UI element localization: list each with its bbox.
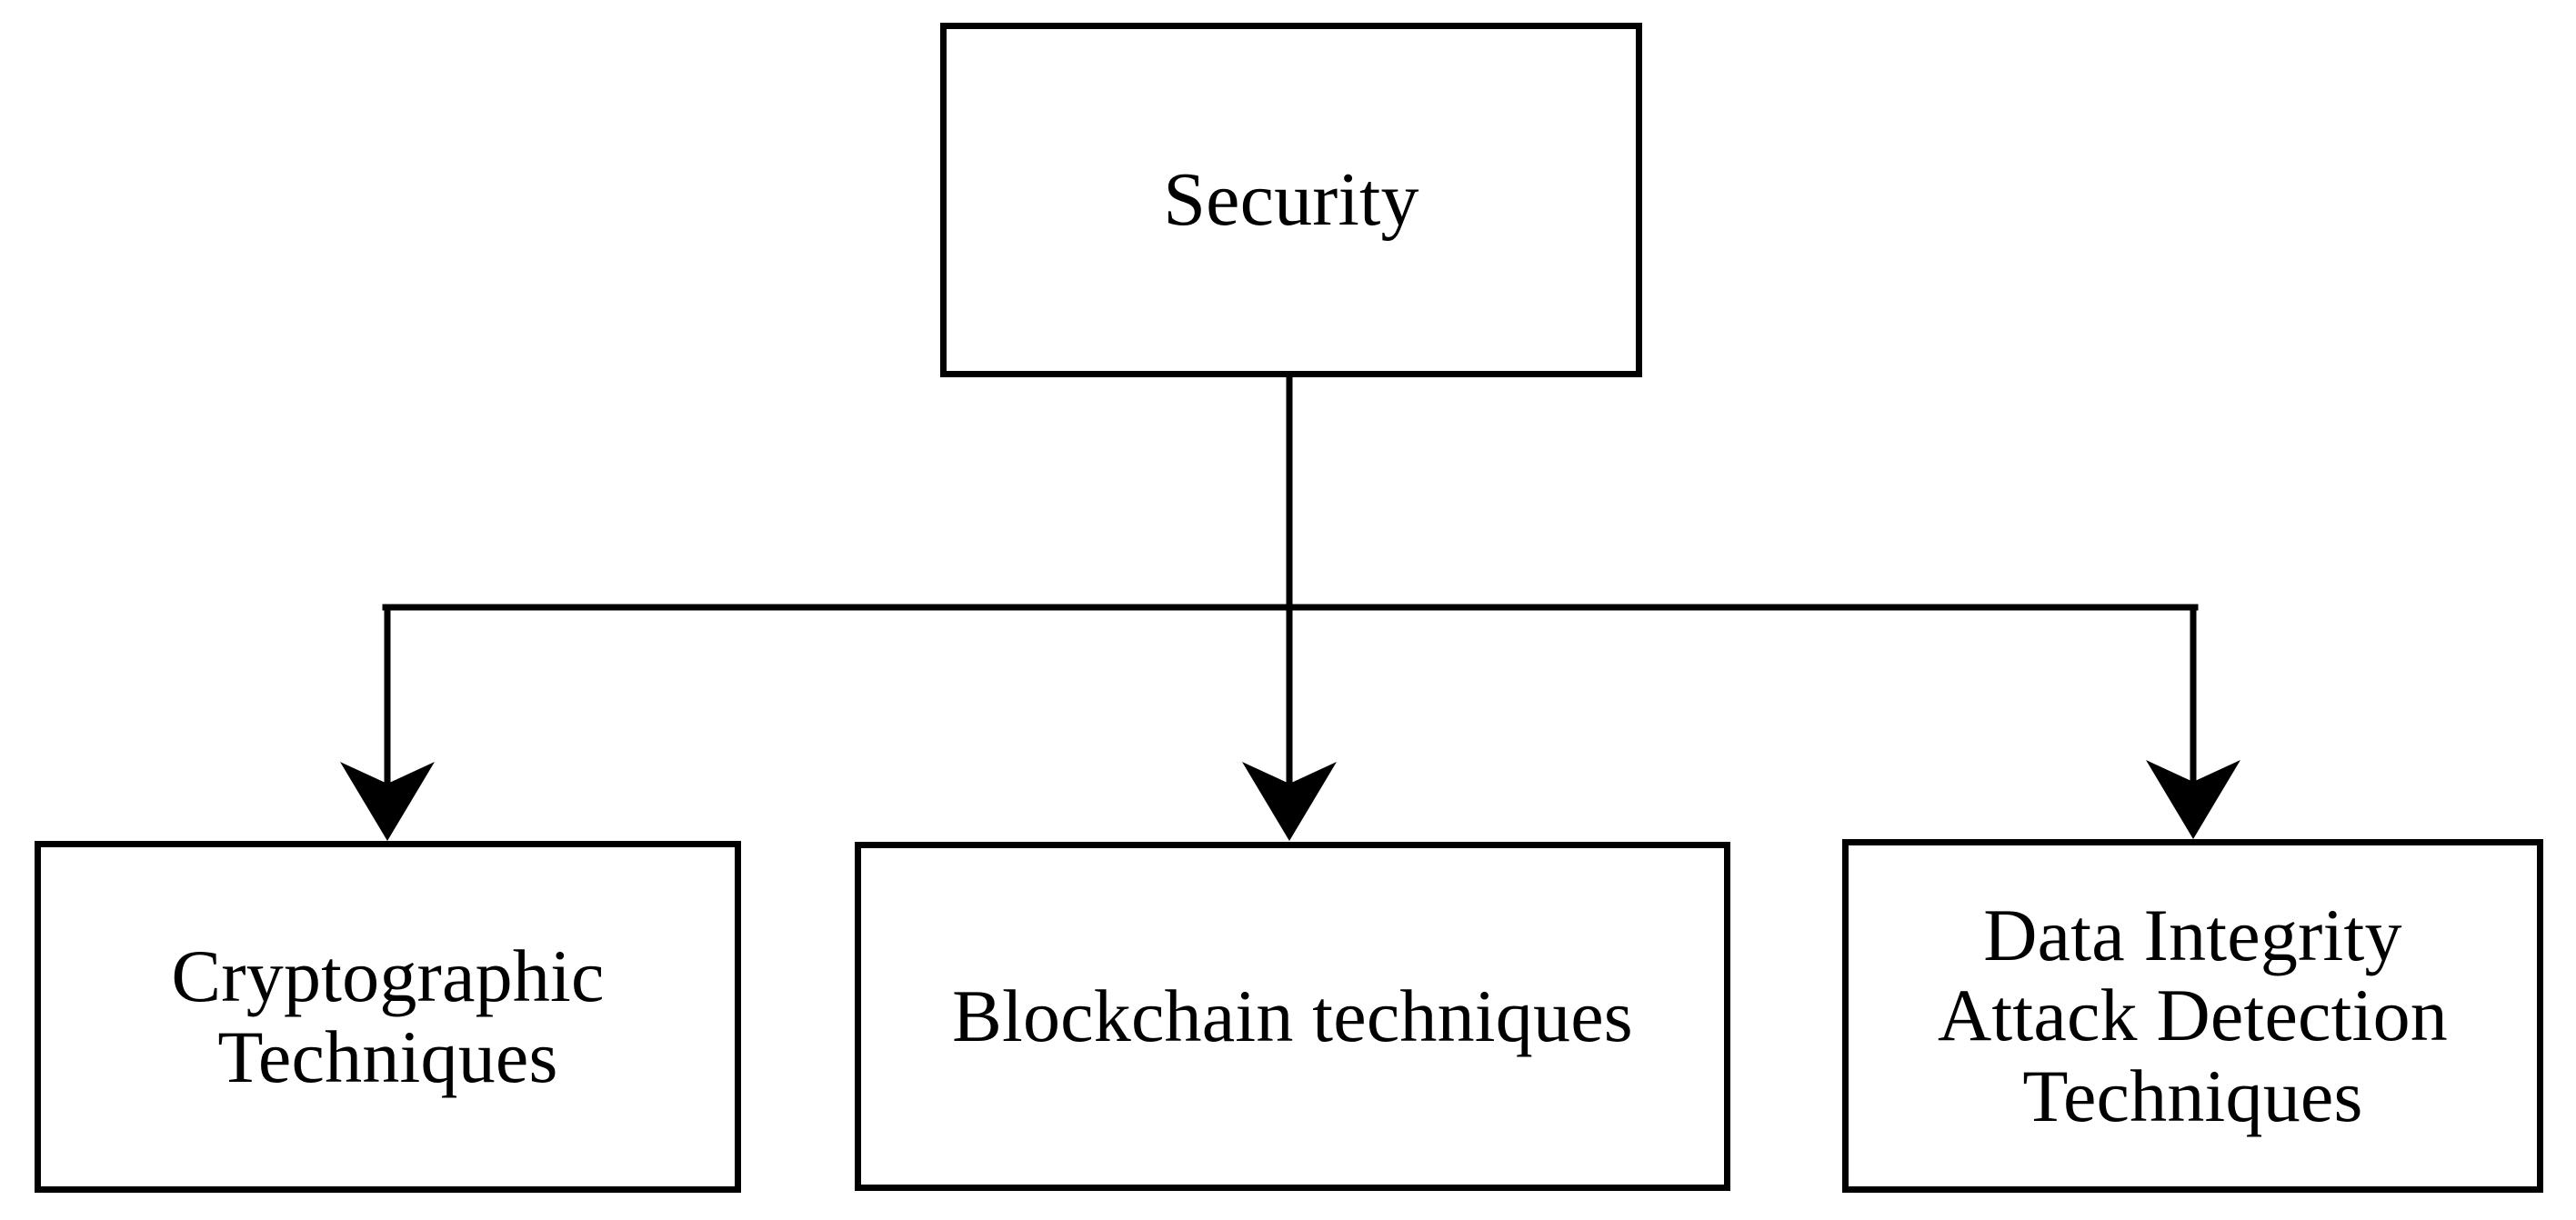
arrowhead-child-0 — [340, 762, 435, 841]
node-cryptographic-techniques[interactable]: Cryptographic Techniques — [35, 841, 741, 1193]
node-label-data-integrity-attack-detection-techniques: Data Integrity Attack Detection Techniqu… — [1937, 893, 2449, 1137]
node-label-blockchain-techniques: Blockchain techniques — [952, 974, 1633, 1057]
node-label-cryptographic-techniques: Cryptographic Techniques — [171, 934, 605, 1098]
arrowhead-child-1 — [1242, 762, 1337, 841]
node-blockchain-techniques[interactable]: Blockchain techniques — [855, 842, 1730, 1191]
node-data-integrity-attack-detection-techniques[interactable]: Data Integrity Attack Detection Techniqu… — [1842, 839, 2543, 1193]
arrowhead-child-2 — [2146, 760, 2240, 839]
node-label-security: Security — [1163, 156, 1419, 242]
node-security[interactable]: Security — [940, 23, 1642, 377]
